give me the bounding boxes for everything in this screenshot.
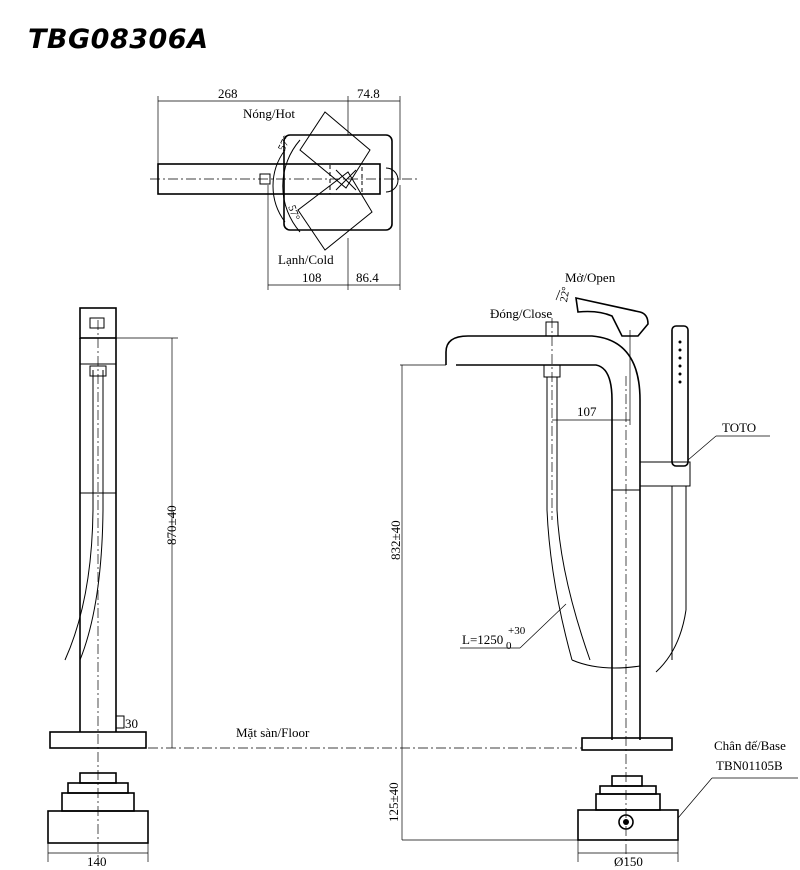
angle-22: 22°	[558, 286, 572, 303]
hose-length-sup: +30	[508, 625, 526, 637]
hot-label: Nóng/Hot	[243, 106, 295, 121]
top-view: 268 74.8 Nóng/Hot 57° 57° Lạnh/Cold 108 …	[150, 86, 420, 290]
hose-length-sub: 0	[506, 640, 512, 652]
dim-140: 140	[87, 854, 107, 869]
dim-74-8: 74.8	[357, 86, 380, 101]
dim-108: 108	[302, 270, 322, 285]
dim-125: 125±40	[386, 782, 401, 822]
base-label: Chân đế/Base	[714, 738, 786, 753]
close-label: Đóng/Close	[490, 306, 552, 321]
angle-57-cold: 57°	[285, 204, 302, 223]
dim-30: 30	[125, 716, 138, 731]
dim-268: 268	[218, 86, 238, 101]
dim-107: 107	[577, 404, 597, 419]
dim-86-4: 86.4	[356, 270, 379, 285]
open-label: Mở/Open	[565, 270, 616, 285]
dim-870: 870±40	[164, 505, 179, 545]
toto-label: TOTO	[722, 420, 756, 435]
floor-label: Mặt sàn/Floor	[236, 725, 310, 740]
cold-label: Lạnh/Cold	[278, 252, 334, 267]
angle-57-hot: 57°	[276, 134, 293, 153]
left-side-view: 30 140 870±40	[47, 307, 179, 869]
right-side-view: Mở/Open 22° Đóng/Close 107 TOTO	[386, 270, 798, 869]
dim-150: Ø150	[614, 854, 643, 869]
base-code: TBN01105B	[716, 758, 783, 773]
product-code-title: TBG08306A	[28, 24, 209, 55]
dim-832: 832±40	[388, 520, 403, 560]
hose-length-label: L=1250	[462, 632, 503, 647]
